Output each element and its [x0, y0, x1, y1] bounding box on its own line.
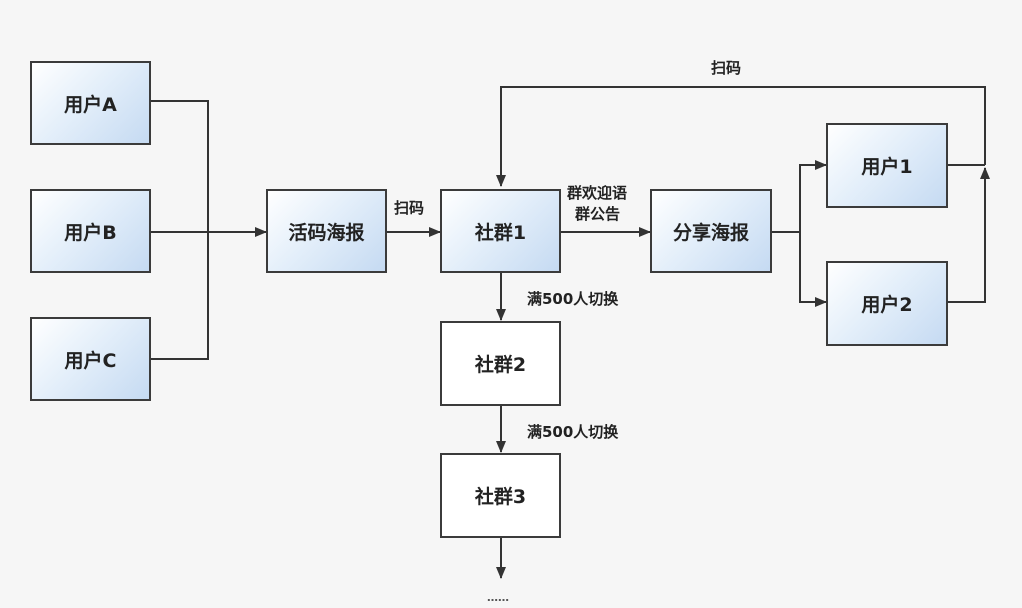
- arrow-user2-up: [948, 167, 990, 303]
- node-user-a: 用户A: [30, 61, 151, 145]
- arrow-share-to-user2: [799, 232, 827, 307]
- arrow-share-to-user1: [799, 160, 827, 232]
- node-group2: 社群2: [440, 321, 561, 406]
- node-group3: 社群3: [440, 453, 561, 538]
- node-user1: 用户1: [826, 123, 948, 208]
- edge-label-announcement: 群公告: [575, 205, 621, 223]
- edge-label-scan: 扫码: [394, 199, 425, 217]
- arrow-loop-to-group1: [496, 86, 986, 187]
- edge-label-switch-1: 满500人切换: [527, 290, 619, 308]
- edge-label-scan-loop: 扫码: [711, 59, 742, 77]
- node-user-b: 用户B: [30, 189, 151, 273]
- continuation-ellipsis: ……: [487, 591, 509, 604]
- edge-label-welcome: 群欢迎语: [567, 184, 628, 202]
- node-user-c: 用户C: [30, 317, 151, 401]
- node-live-poster: 活码海报: [266, 189, 387, 273]
- node-share-poster: 分享海报: [650, 189, 772, 273]
- connector-user-c: [151, 232, 209, 360]
- connector-user-a: [151, 100, 209, 232]
- node-user2: 用户2: [826, 261, 948, 346]
- edge-label-switch-2: 满500人切换: [527, 423, 619, 441]
- node-group1: 社群1: [440, 189, 561, 273]
